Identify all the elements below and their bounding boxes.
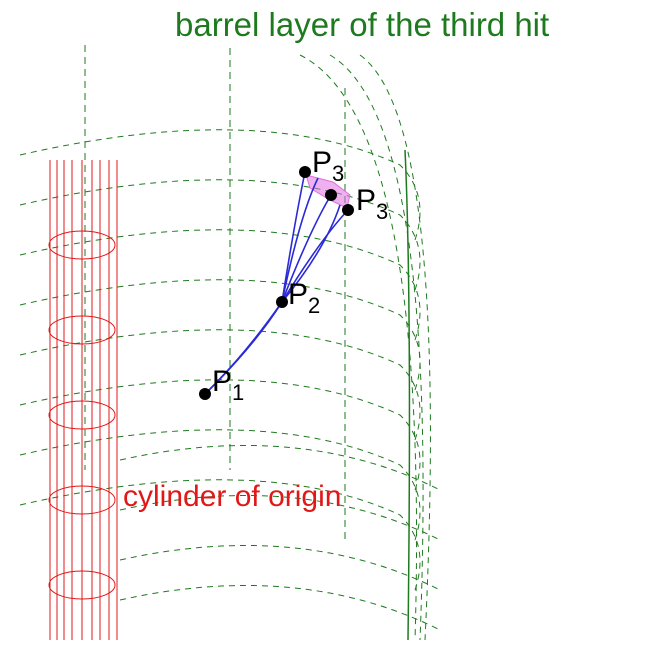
- point-label-p1: P1: [212, 367, 244, 404]
- p1-dot: [199, 388, 211, 400]
- cylinder-of-origin-shape: [49, 160, 117, 640]
- point-index: 3: [376, 199, 388, 224]
- p3-lower-dot: [342, 204, 354, 216]
- point-label-p2: P2: [288, 280, 320, 317]
- p3-middle-dot: [325, 189, 337, 201]
- p2-dot: [276, 296, 288, 308]
- barrel-layer-label: barrel layer of the third hit: [175, 6, 549, 44]
- point-letter: P: [212, 365, 232, 398]
- p3-upper-dot: [299, 166, 311, 178]
- point-index: 2: [308, 293, 320, 318]
- point-label-p3-upper: P3: [312, 148, 344, 185]
- point-index: 1: [232, 380, 244, 405]
- barrel-layer-arcs: [20, 55, 440, 640]
- cylinder-of-origin-label: cylinder of origin: [123, 480, 341, 514]
- point-label-p3-lower: P3: [356, 186, 388, 223]
- barrel-arc-outer: [300, 55, 417, 640]
- point-index: 3: [332, 161, 344, 186]
- barrel-arc-outer: [360, 55, 430, 640]
- barrel-layer-lines: [85, 45, 409, 640]
- barrel-arc-lower: [120, 545, 440, 590]
- barrel-arc-lower: [120, 585, 440, 630]
- point-letter: P: [356, 184, 376, 217]
- barrel-arc: [20, 230, 420, 340]
- point-letter: P: [288, 278, 308, 311]
- point-letter: P: [312, 146, 332, 179]
